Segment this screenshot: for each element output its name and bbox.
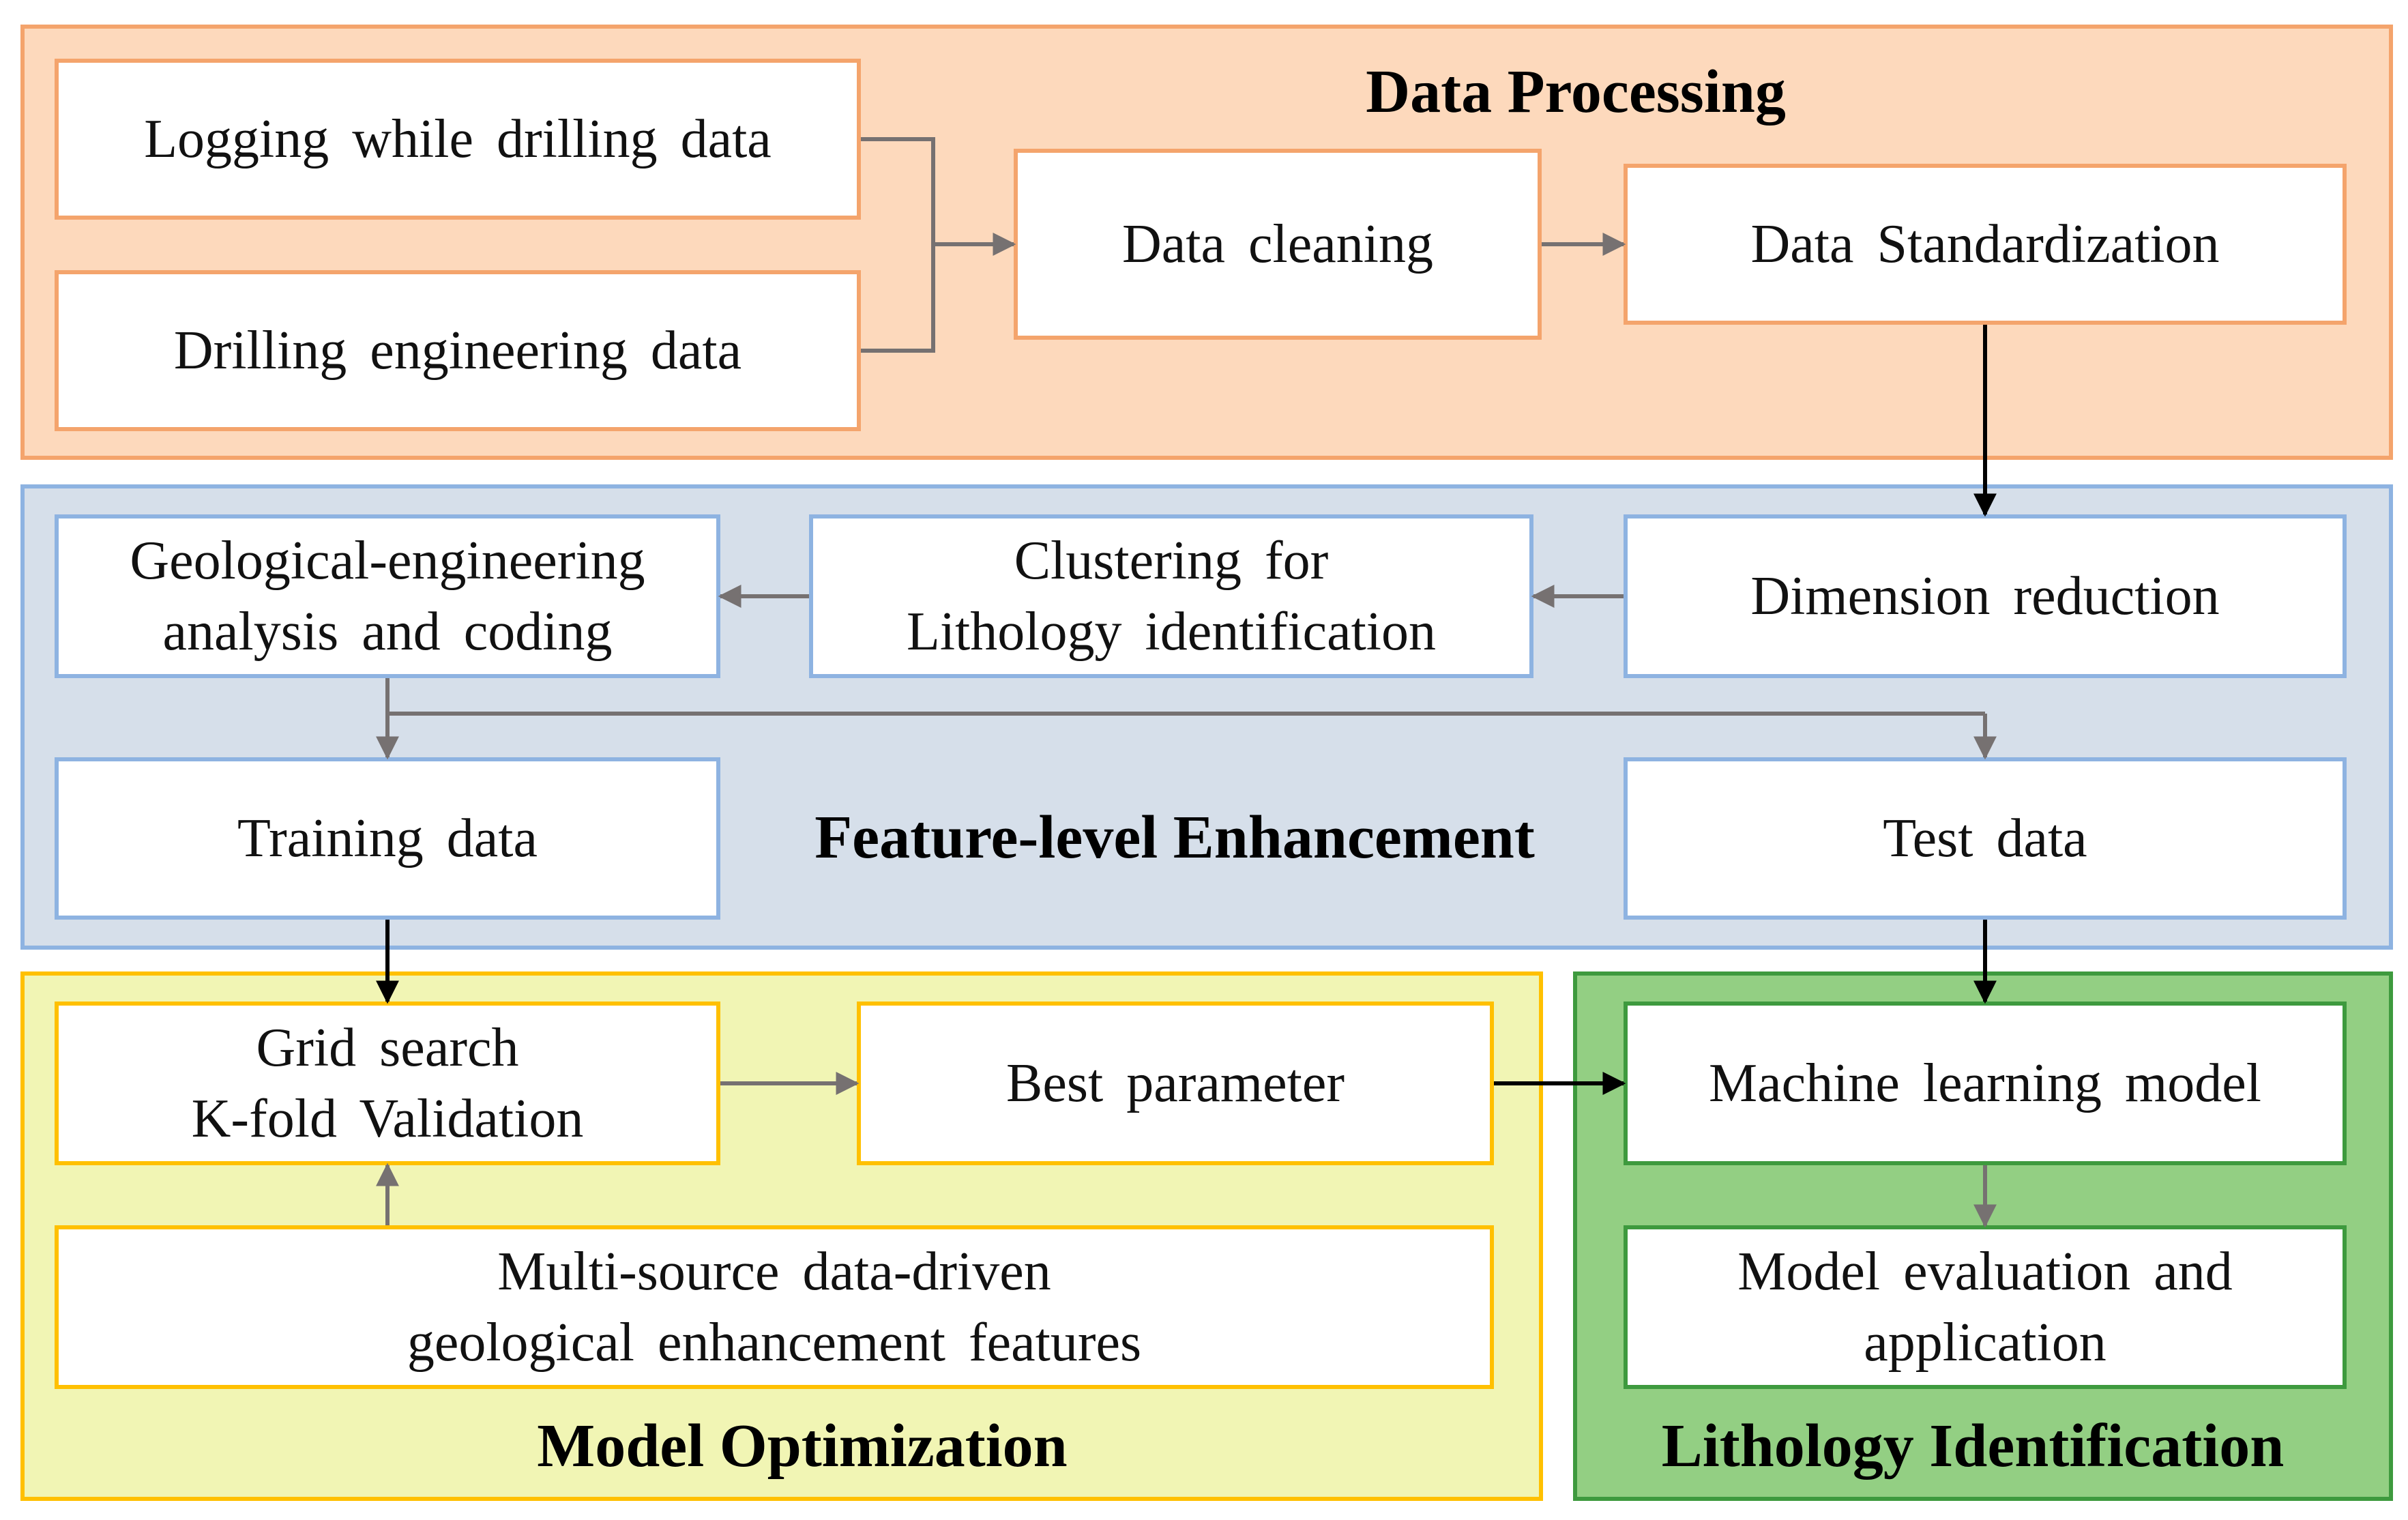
node-multi-source-features: Multi-source data-driven geological enha… bbox=[55, 1225, 1494, 1389]
node-clustering-lithology: Clustering for Lithology identification bbox=[809, 514, 1533, 678]
node-model-evaluation: Model evaluation and application bbox=[1624, 1225, 2347, 1389]
panel-title-data-processing: Data Processing bbox=[1366, 58, 1786, 126]
panel-title-lithology-identification: Lithology Identification bbox=[1661, 1412, 2285, 1480]
node-test-data: Test data bbox=[1624, 757, 2347, 920]
node-best-parameter: Best parameter bbox=[857, 1002, 1494, 1165]
node-logging-while-drilling: Logging while drilling data bbox=[55, 59, 861, 220]
node-data-standardization: Data Standardization bbox=[1624, 164, 2347, 325]
node-dimension-reduction: Dimension reduction bbox=[1624, 514, 2347, 678]
node-drilling-engineering: Drilling engineering data bbox=[55, 270, 861, 431]
connector-lwd-merge bbox=[861, 137, 935, 353]
panel-title-feature-enhancement: Feature-level Enhancement bbox=[814, 804, 1535, 871]
node-geological-engineering-coding: Geological-engineering analysis and codi… bbox=[55, 514, 720, 678]
panel-title-model-optimization: Model Optimization bbox=[537, 1412, 1068, 1480]
connector-geo-coding-split bbox=[385, 678, 1985, 716]
node-data-cleaning: Data cleaning bbox=[1014, 149, 1542, 340]
